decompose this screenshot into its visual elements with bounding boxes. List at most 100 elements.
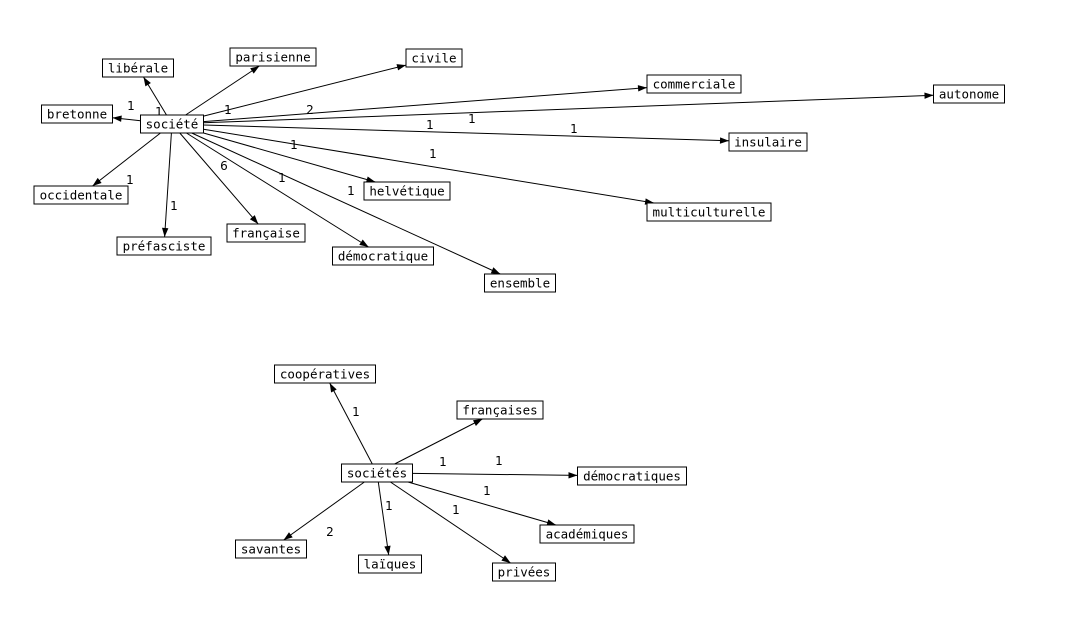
node-savantes: savantes	[235, 539, 307, 559]
node-multiculturelle: multiculturelle	[646, 202, 772, 222]
node-democratique-text: démocratique	[338, 249, 428, 264]
edge-societe-to-parisienne	[185, 65, 260, 116]
edge-label-societe-to-helvetique: 1	[290, 138, 298, 152]
edge-societes-to-cooperatives	[329, 382, 373, 465]
node-francaise: française	[226, 223, 306, 243]
node-commerciale-box	[646, 74, 742, 94]
edge-societe-to-autonome	[203, 94, 934, 124]
arrowhead-societe-to-helvetique	[365, 176, 376, 183]
node-academiques: académiques	[539, 524, 635, 544]
node-multiculturelle-box	[646, 202, 772, 222]
edge-societes-to-laiques	[377, 481, 390, 556]
node-liberale-box	[102, 58, 174, 78]
node-insulaire-text: insulaire	[734, 135, 802, 150]
node-laiques: laïques	[358, 554, 422, 574]
node-parisienne-text: parisienne	[235, 50, 310, 65]
node-commerciale-text: commerciale	[653, 77, 736, 92]
node-bretonne: bretonne	[41, 104, 113, 124]
arrowhead-societes-to-democratiques	[568, 472, 578, 479]
center-node-societes-box	[341, 463, 413, 483]
node-democratiques: démocratiques	[577, 466, 687, 486]
node-insulaire: insulaire	[728, 132, 808, 152]
edge-societe-to-ensemble	[191, 132, 501, 275]
node-parisienne-box	[229, 47, 317, 67]
edge-label-societe-to-ensemble: 1	[347, 184, 355, 198]
edge-label-societes-to-democratiques: 1	[495, 454, 503, 468]
arrowhead-societe-to-liberale	[143, 77, 151, 87]
node-autonome-box	[933, 84, 1005, 104]
node-democratiques-box	[577, 466, 687, 486]
edge-label-societes-to-savantes: 2	[326, 525, 334, 539]
node-ensemble-box	[484, 273, 556, 293]
node-liberale: libérale	[102, 58, 174, 78]
edge-label-societe-to-liberale: 1	[127, 99, 135, 113]
node-occidentale-text: occidentale	[40, 188, 123, 203]
edge-societe-to-commerciale	[203, 87, 648, 123]
arrowhead-societes-to-privees	[501, 555, 511, 563]
node-ensemble-text: ensemble	[490, 276, 550, 291]
node-ensemble: ensemble	[484, 273, 556, 293]
edge-label-societe-to-autonome: 1	[468, 112, 476, 126]
node-academiques-text: académiques	[546, 527, 629, 542]
node-helvetique-text: helvétique	[369, 184, 444, 199]
center-node-societes: sociétés	[341, 463, 413, 483]
center-node-societe: société	[140, 114, 204, 134]
edge-societe-to-occidentale	[92, 132, 161, 187]
node-prefasciste-box	[116, 236, 212, 256]
edge-label-societe-to-insulaire: 1	[570, 122, 578, 136]
node-prefasciste-text: préfasciste	[123, 239, 206, 254]
center-node-societe-text: société	[146, 117, 199, 132]
center-node-societe-box	[140, 114, 204, 134]
node-democratique: démocratique	[332, 246, 434, 266]
arrowhead-societes-to-academiques	[546, 519, 556, 526]
edge-label-societe-to-prefasciste: 1	[170, 199, 178, 213]
arrowhead-societes-to-cooperatives	[329, 383, 337, 393]
edge-societe-to-insulaire	[203, 124, 730, 142]
edge-label-societes-to-privees: 1	[452, 503, 460, 517]
node-savantes-box	[235, 539, 307, 559]
node-laiques-text: laïques	[364, 557, 417, 572]
node-bretonne-box	[41, 104, 113, 124]
arrowhead-societe-to-parisienne	[250, 66, 260, 74]
center-node-societes-text: sociétés	[347, 466, 407, 481]
edge-label-societe-to-occidentale: 1	[126, 173, 134, 187]
arrowhead-societe-to-prefasciste	[162, 227, 169, 237]
edge-societe-to-prefasciste	[164, 132, 172, 238]
edge-label-societe-to-bretonne: 1	[155, 105, 163, 119]
arrowhead-societes-to-francaises	[473, 419, 483, 426]
node-commerciale: commerciale	[646, 74, 742, 94]
arrowhead-societe-to-civile	[396, 64, 406, 71]
edge-label-societe-to-multiculturelle: 1	[429, 147, 437, 161]
node-academiques-box	[539, 524, 635, 544]
edge-label-societes-to-francaises: 1	[439, 455, 447, 469]
edge-label-societe-to-commerciale: 1	[426, 118, 434, 132]
node-francaise-box	[226, 223, 306, 243]
arrowhead-societe-to-autonome	[924, 92, 934, 99]
node-francaises-box	[456, 400, 544, 420]
arrowhead-societe-to-francaise	[249, 215, 259, 224]
node-autonome-text: autonome	[939, 87, 999, 102]
node-parisienne: parisienne	[229, 47, 317, 67]
node-helvetique-box	[363, 181, 451, 201]
node-cooperatives-text: coopératives	[280, 367, 370, 382]
node-occidentale: occidentale	[33, 185, 129, 205]
edge-label-societe-to-parisienne: 1	[224, 103, 232, 117]
node-liberale-text: libérale	[108, 61, 168, 76]
edge-label-societes-to-laiques: 1	[385, 499, 393, 513]
arrowhead-societe-to-insulaire	[719, 137, 729, 144]
edges-layer	[92, 64, 934, 564]
edge-label-societes-to-cooperatives: 1	[352, 405, 360, 419]
node-cooperatives: coopératives	[274, 364, 376, 384]
node-cooperatives-box	[274, 364, 376, 384]
edge-label-societe-to-democratique: 1	[278, 171, 286, 185]
node-prefasciste: préfasciste	[116, 236, 212, 256]
edge-societe-to-helvetique	[203, 132, 376, 183]
node-privees: privées	[492, 562, 556, 582]
node-privees-text: privées	[498, 565, 551, 580]
node-occidentale-box	[33, 185, 129, 205]
arrowhead-societe-to-democratique	[359, 239, 369, 247]
node-francaises-text: françaises	[462, 403, 537, 418]
